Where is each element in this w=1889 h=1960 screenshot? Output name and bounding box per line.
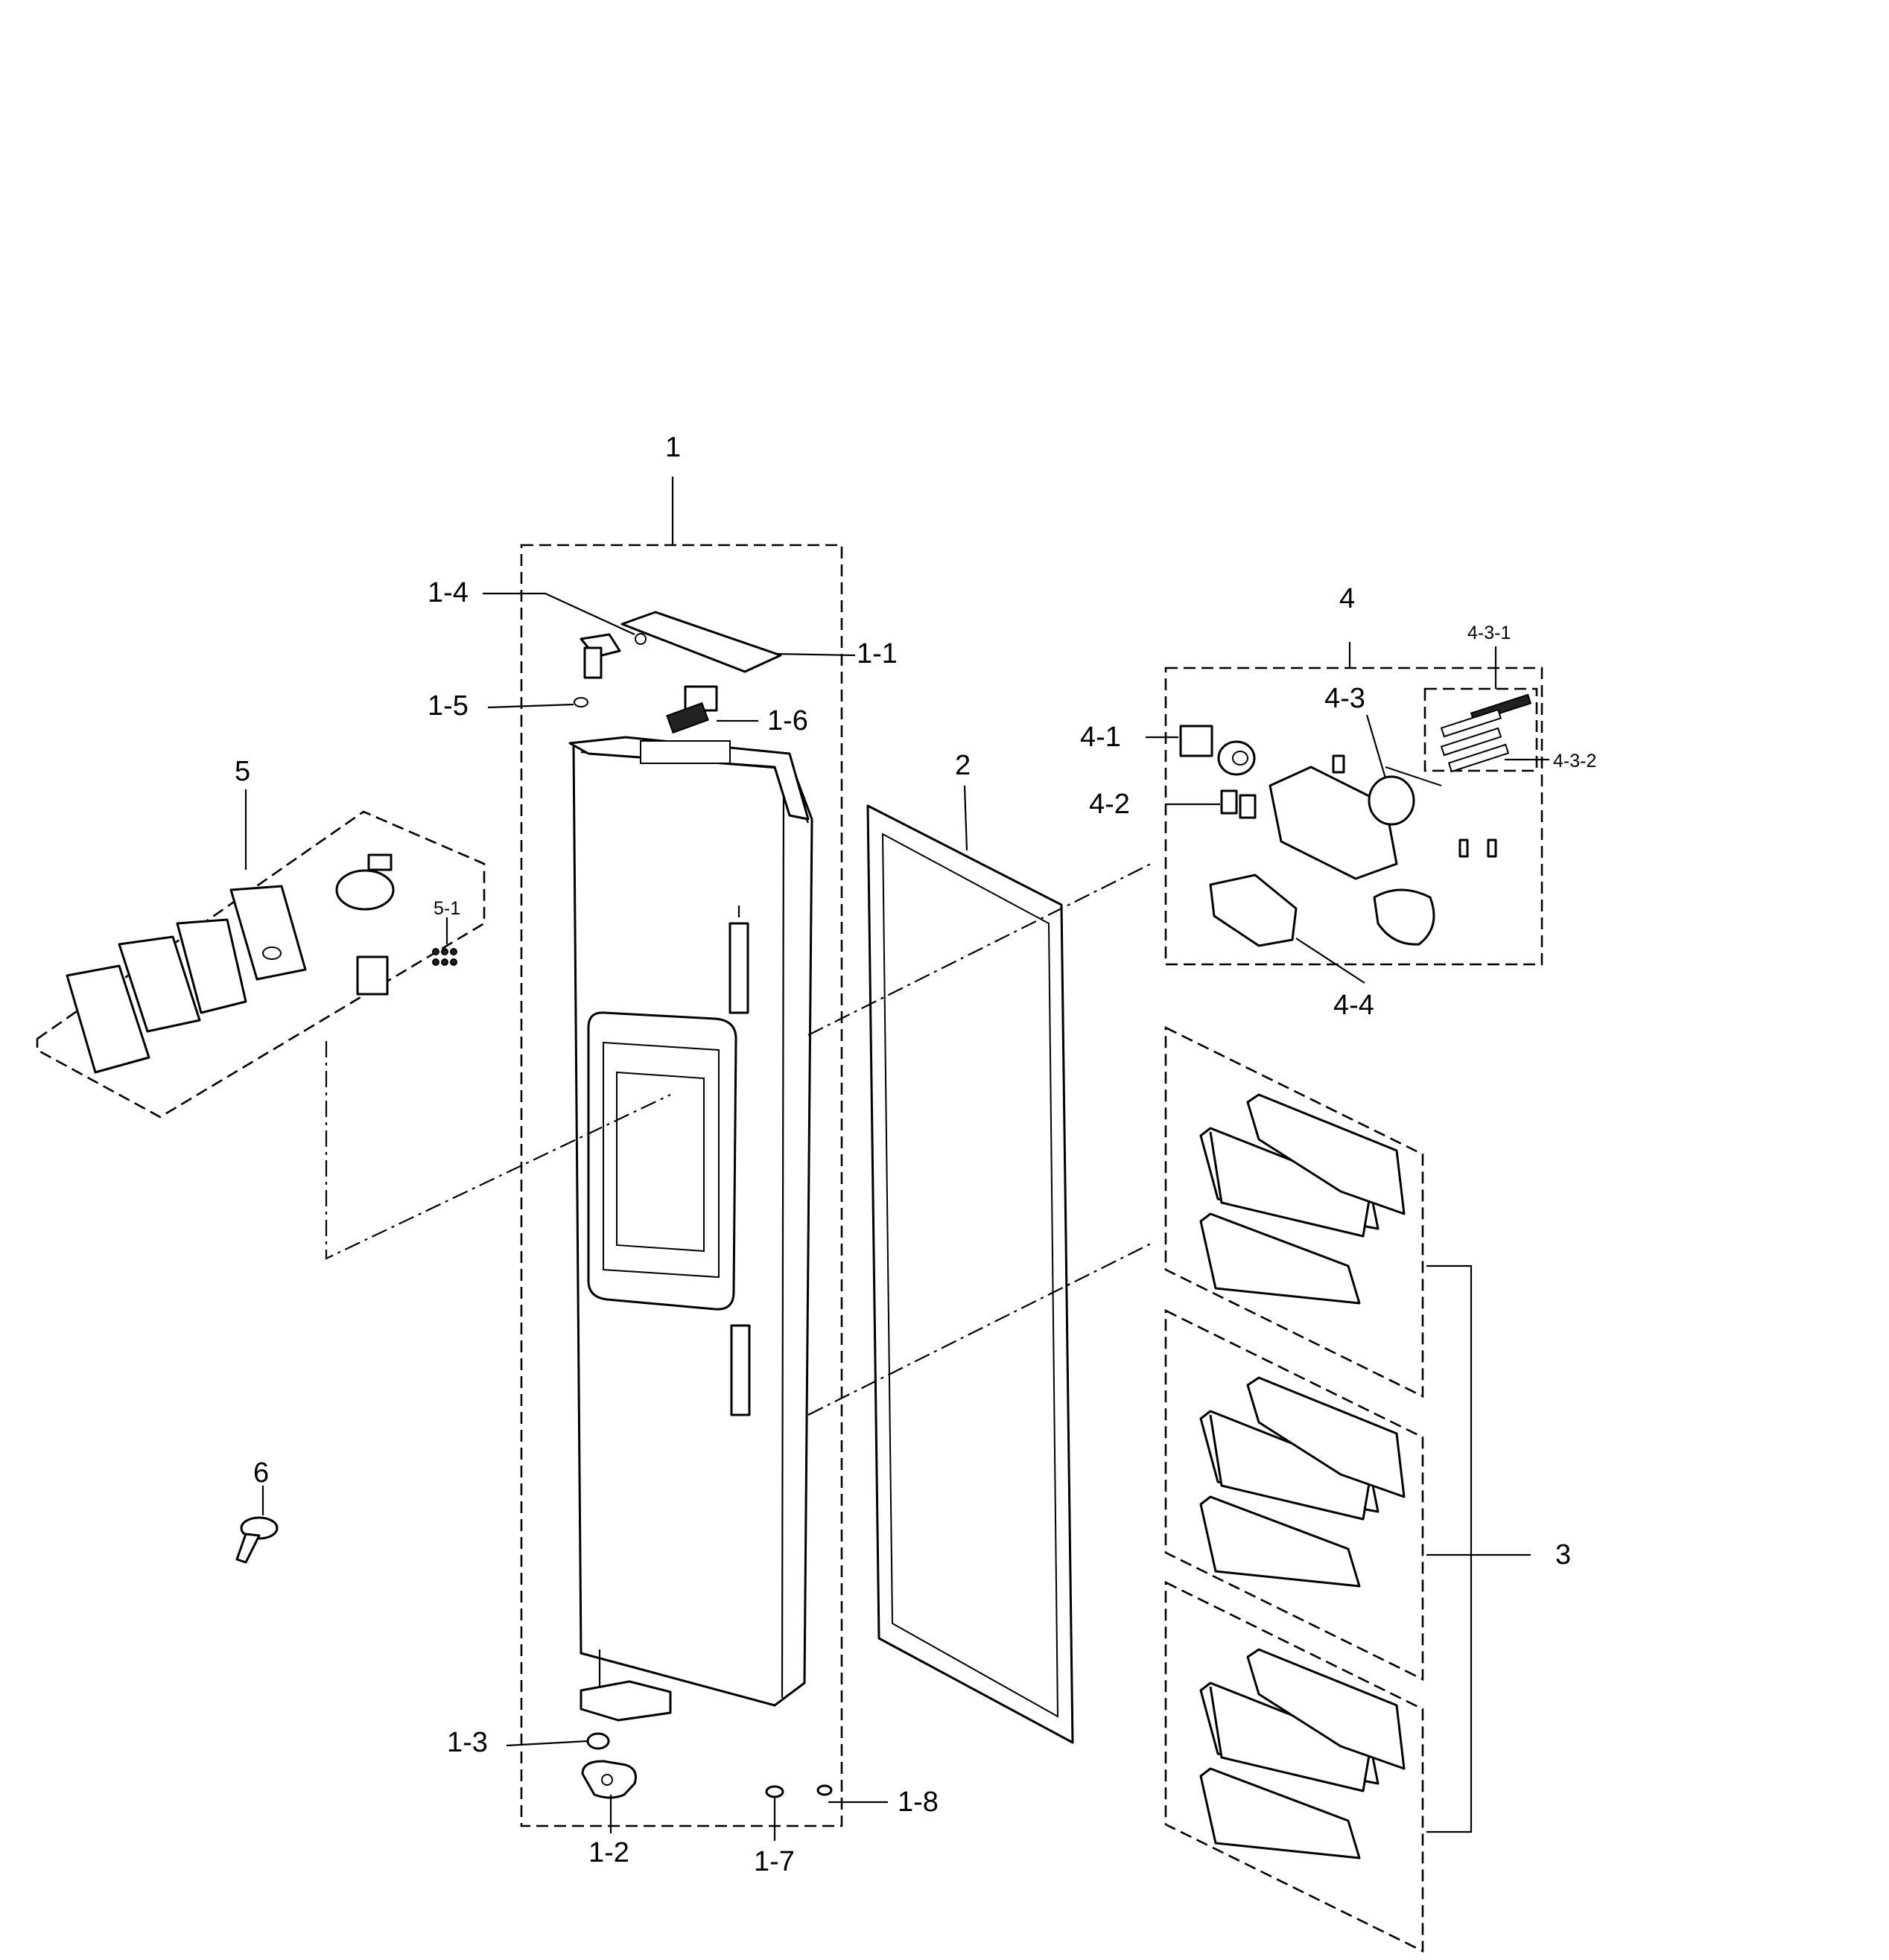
ice-assembly-group — [1146, 642, 1549, 984]
guard-assembly-group — [1164, 1025, 1531, 1953]
label-1-4: 1-4 — [428, 577, 469, 608]
dispenser-boundary — [36, 810, 486, 1119]
guard-bracket — [1426, 1264, 1473, 1833]
label-6: 6 — [253, 1457, 269, 1489]
part-4-3-box — [1423, 687, 1538, 772]
label-4: 4 — [1339, 583, 1355, 614]
label-3: 3 — [1555, 1539, 1571, 1571]
part-1-1-top-cover — [620, 611, 856, 673]
gasket-group — [866, 785, 1074, 1744]
part-5-funnel — [335, 869, 395, 911]
door-body — [568, 736, 813, 1722]
part-1-6-hinge-screw — [666, 685, 758, 734]
label-1-5: 1-5 — [428, 690, 469, 722]
part-1-8-screw — [816, 1784, 888, 1804]
part-4-3-1-rails — [1440, 693, 1532, 773]
part-5-knob — [262, 946, 282, 960]
label-2: 2 — [955, 750, 971, 781]
label-4-3-2: 4-3-2 — [1553, 751, 1596, 771]
part-4-3-auger — [1269, 714, 1497, 880]
part-5-bracket — [229, 885, 307, 981]
ice-assembly-boundary — [1164, 666, 1543, 966]
label-1-8: 1-8 — [898, 1786, 939, 1818]
label-4-3: 4-3 — [1324, 683, 1365, 714]
part-4-1-motor — [1146, 725, 1256, 776]
part-1-3-washer — [506, 1732, 610, 1750]
label-1-1: 1-1 — [857, 638, 898, 669]
label-5-1: 5-1 — [434, 898, 460, 919]
door-assembly-group — [483, 477, 888, 1841]
part-1-7-screw — [765, 1785, 784, 1841]
part-6-screw — [235, 1486, 279, 1564]
part-4-2-switch — [1166, 789, 1257, 819]
part-1-2-lower-hinge — [581, 1760, 637, 1833]
part-5-cover — [118, 935, 201, 1033]
part-5-1-screws — [432, 917, 457, 966]
part-5-lever — [356, 955, 389, 996]
part-5-pcb — [176, 918, 247, 1014]
part-1-5-cap — [487, 697, 588, 709]
label-1-6: 1-6 — [767, 705, 808, 736]
dispenser-assembly-group — [36, 789, 671, 1260]
part-4-4-chute — [1209, 874, 1435, 984]
guard-connector-line — [807, 1243, 1152, 1416]
guard-set-top — [1164, 1025, 1424, 1399]
label-4-2: 4-2 — [1089, 789, 1130, 820]
label-4-1: 4-1 — [1080, 722, 1121, 753]
label-1-3: 1-3 — [447, 1727, 488, 1758]
label-1-2: 1-2 — [588, 1837, 629, 1868]
label-1-7: 1-7 — [754, 1846, 795, 1877]
callout-labels: 1 1-4 1-1 1-5 1-6 1-3 1-2 1-7 1-8 2 3 4 … — [235, 432, 1596, 1877]
door-assembly-boundary — [520, 544, 843, 1827]
label-4-4: 4-4 — [1333, 990, 1374, 1021]
guard-set-bottom — [1164, 1580, 1424, 1953]
guard-set-middle — [1164, 1308, 1424, 1681]
label-5: 5 — [235, 756, 250, 787]
ice-connector-line — [807, 863, 1152, 1036]
part-1-4-hinge-pin — [483, 592, 647, 679]
label-4-3-1: 4-3-1 — [1467, 623, 1511, 643]
label-1: 1 — [665, 432, 681, 463]
part-5-sensor — [367, 853, 393, 871]
dispenser-connector-line — [325, 1041, 671, 1260]
part-5-front-panel — [66, 964, 150, 1074]
